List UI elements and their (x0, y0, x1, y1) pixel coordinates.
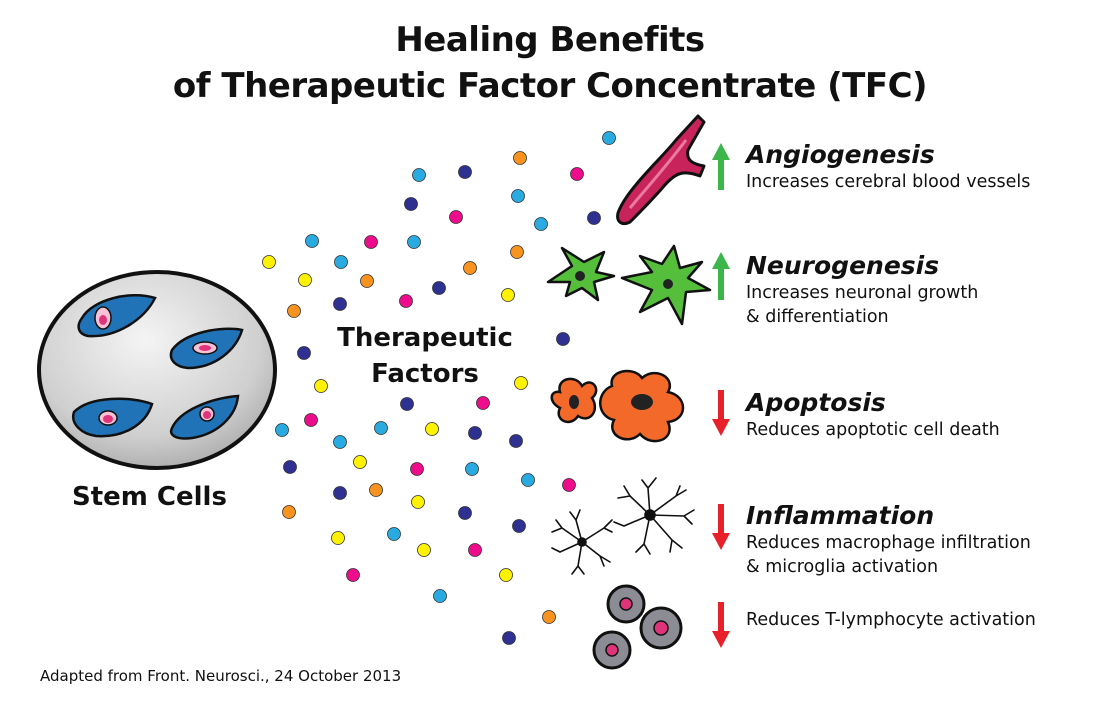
source-citation: Adapted from Front. Neurosci., 24 Octobe… (40, 667, 402, 685)
factor-particle (542, 610, 556, 624)
factor-particle (297, 346, 311, 360)
benefit-inflammation: Inflammation Reduces macrophage infiltra… (746, 501, 1031, 579)
factor-particle (468, 543, 482, 557)
factor-particle (512, 519, 526, 533)
stem-cell (77, 294, 157, 338)
apoptotic-cell-icon (550, 369, 685, 443)
benefit-name: Apoptosis (746, 388, 886, 417)
therapeutic-factor-particles (262, 131, 616, 645)
factor-particle (458, 165, 472, 179)
factor-particle (501, 288, 515, 302)
factor-particle (374, 421, 388, 435)
factor-particle (562, 478, 576, 492)
down-arrow-icon (712, 504, 730, 550)
title-line-2: of Therapeutic Factor Concentrate (TFC) (172, 66, 928, 106)
benefit-description: Reduces T-lymphocyte activation (746, 610, 1036, 630)
benefit-description: Increases cerebral blood vessels (746, 172, 1031, 192)
blood-vessel-icon (616, 114, 706, 226)
factor-particle (513, 151, 527, 165)
factor-particle (602, 131, 616, 145)
factor-particle (369, 483, 383, 497)
down-arrow-icon (712, 390, 730, 436)
neuron-icon (546, 244, 712, 326)
microglia-icon (551, 477, 695, 575)
factor-particle (314, 379, 328, 393)
factor-particle (360, 274, 374, 288)
factor-particle (283, 460, 297, 474)
factor-particle (399, 294, 413, 308)
factor-particle (333, 435, 347, 449)
stem-cell (169, 327, 244, 370)
factor-particle (333, 486, 347, 500)
benefit-t-lymphocyte: Reduces T-lymphocyte activation (746, 608, 1036, 632)
factor-particle (400, 397, 414, 411)
factor-particle (346, 568, 360, 582)
stem-cells-label: Stem Cells (72, 482, 227, 512)
benefit-name: Inflammation (746, 501, 935, 530)
factor-particle (275, 423, 289, 437)
factor-particle (404, 197, 418, 211)
factor-particle (465, 462, 479, 476)
factor-particle (407, 235, 421, 249)
factor-particle (534, 217, 548, 231)
benefit-description: Reduces apoptotic cell death (746, 420, 1000, 440)
factor-particle (334, 255, 348, 269)
factor-particle (411, 495, 425, 509)
benefit-neurogenesis: Neurogenesis Increases neuronal growth &… (746, 251, 978, 329)
factor-particle (287, 304, 301, 318)
factor-particle (449, 210, 463, 224)
t-lymphocyte-icon (592, 584, 683, 670)
factor-particle (353, 455, 367, 469)
benefit-description-2: & microglia activation (746, 557, 939, 577)
factor-particle (514, 376, 528, 390)
stem-cell-dish (37, 270, 277, 470)
factor-particle (364, 235, 378, 249)
factor-particle (304, 413, 318, 427)
factor-particle (410, 462, 424, 476)
therapeutic-factors-label: Therapeutic Factors (330, 320, 520, 392)
factor-particle (433, 589, 447, 603)
factor-particle (331, 531, 345, 545)
factor-particle (587, 211, 601, 225)
factor-particle (570, 167, 584, 181)
factor-particle (412, 168, 426, 182)
up-arrow-icon (712, 143, 730, 190)
factor-particle (468, 426, 482, 440)
benefit-description: Increases neuronal growth (746, 283, 979, 303)
factor-particle (425, 422, 439, 436)
benefit-name: Neurogenesis (746, 251, 940, 280)
factor-particle (262, 255, 276, 269)
down-arrow-icon (712, 602, 730, 648)
factor-particle (417, 543, 431, 557)
factor-particle (305, 234, 319, 248)
factor-particle (298, 273, 312, 287)
factor-particle (510, 245, 524, 259)
up-arrow-icon (712, 252, 730, 300)
factor-particle (476, 396, 490, 410)
benefit-description-2: & differentiation (746, 307, 889, 327)
factor-particle (333, 297, 347, 311)
factor-particle (499, 568, 513, 582)
factor-particle (458, 506, 472, 520)
therapeutic-label-line-2: Factors (371, 359, 479, 389)
benefit-description: Reduces macrophage infiltration (746, 533, 1031, 553)
factor-particle (509, 434, 523, 448)
factor-particle (521, 473, 535, 487)
factor-particle (463, 261, 477, 275)
factor-particle (556, 332, 570, 346)
factor-particle (432, 281, 446, 295)
title-line-1: Healing Benefits (395, 20, 705, 60)
benefit-apoptosis: Apoptosis Reduces apoptotic cell death (746, 388, 1000, 442)
factor-particle (387, 527, 401, 541)
stem-cell (169, 394, 240, 440)
benefit-angiogenesis: Angiogenesis Increases cerebral blood ve… (746, 140, 1030, 194)
therapeutic-label-line-1: Therapeutic (337, 323, 513, 353)
factor-particle (511, 189, 525, 203)
factor-particle (502, 631, 516, 645)
stem-cell (71, 397, 154, 438)
factor-particle (282, 505, 296, 519)
benefit-name: Angiogenesis (746, 140, 935, 169)
